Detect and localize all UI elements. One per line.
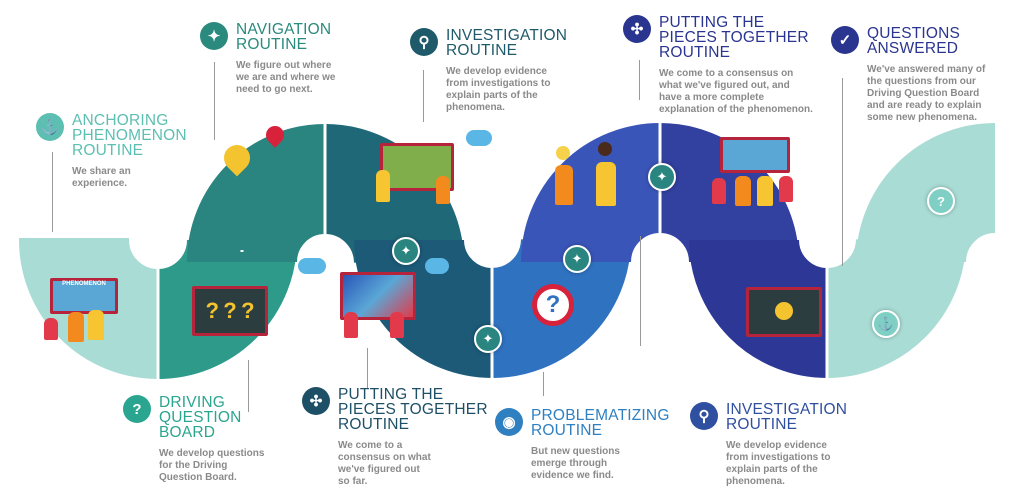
compass-icon: ✦ (392, 237, 420, 265)
anchor-icon: ⚓ (36, 113, 64, 141)
leader-line (248, 360, 249, 412)
lightbulb-icon (775, 302, 793, 320)
question-bubble-icon: ? (532, 284, 574, 326)
step-anchoring: ⚓ AnchoringPhenomenonRoutine We share an… (36, 113, 206, 190)
eye-icon: ◉ (495, 408, 523, 436)
student-figure (596, 162, 616, 206)
leader-line (214, 62, 215, 140)
student-figure (779, 176, 793, 202)
student-figure (712, 178, 726, 204)
student-figure (436, 176, 450, 204)
step-putting-pieces-1: ✣ Putting thePieces TogetherRoutine We c… (302, 387, 492, 488)
student-figure (376, 170, 390, 202)
compass-icon: ✦ (200, 22, 228, 50)
step-investigation-2: ⚲ InvestigationRoutine We develop eviden… (690, 402, 860, 488)
group-puzzle-board (720, 137, 790, 173)
question-icon: ? (927, 187, 955, 215)
student-figure (88, 310, 104, 340)
segment-navigation (187, 124, 328, 265)
segment-putting-pieces-1 (354, 237, 495, 378)
student-head (598, 142, 612, 156)
leader-line (842, 78, 843, 266)
question-icon: ? (123, 395, 151, 423)
step-navigation: ✦ NavigationRoutine We figure out where … (200, 22, 370, 96)
rain-cloud-icon (466, 130, 492, 146)
question-marks-icon: ? ? ? (205, 298, 255, 323)
leader-line (52, 152, 53, 232)
segment-questions-answered (824, 123, 998, 378)
step-problematizing: ◉ ProblematizingRoutine But new question… (495, 408, 675, 482)
step-investigation-1: ⚲ InvestigationRoutine We develop eviden… (410, 28, 580, 114)
step-putting-pieces-2: ✣ Putting thePieces TogetherRoutine We c… (623, 15, 813, 116)
leader-line (423, 70, 424, 122)
anchor-icon: ⚓ (872, 310, 900, 338)
sun-cloud-icon (425, 258, 449, 274)
student-head (556, 146, 570, 160)
segment-putting-pieces-2 (521, 123, 663, 265)
student-figure (555, 165, 573, 205)
leader-line (543, 372, 544, 396)
student-figure (44, 318, 58, 340)
magnifier-icon: ⚲ (410, 28, 438, 56)
leader-line (640, 236, 641, 346)
lightbulb-board (746, 287, 822, 337)
step-questions-answered: ✓ QuestionsAnswered We've answered many … (831, 26, 1021, 124)
checkmark-icon: ✓ (831, 26, 859, 54)
puzzle-icon: ✣ (302, 387, 330, 415)
compass-icon: ✦ (648, 163, 676, 191)
compass-icon: ✦ (474, 325, 502, 353)
student-figure (68, 312, 84, 342)
puzzle-icon: ✣ (623, 15, 651, 43)
driving-question-board-illustration: ? ? ? (192, 286, 268, 336)
compass-icon: ✦ (563, 245, 591, 273)
leader-line (367, 348, 368, 388)
student-figure (344, 312, 358, 338)
leader-line (639, 60, 640, 100)
thought-cloud-icon (298, 258, 326, 274)
student-figure (757, 176, 773, 206)
phenomenon-board: PHENOMENON (50, 278, 118, 314)
student-figure (735, 176, 751, 206)
student-figure (390, 312, 404, 338)
magnifier-icon: ⚲ (690, 402, 718, 430)
